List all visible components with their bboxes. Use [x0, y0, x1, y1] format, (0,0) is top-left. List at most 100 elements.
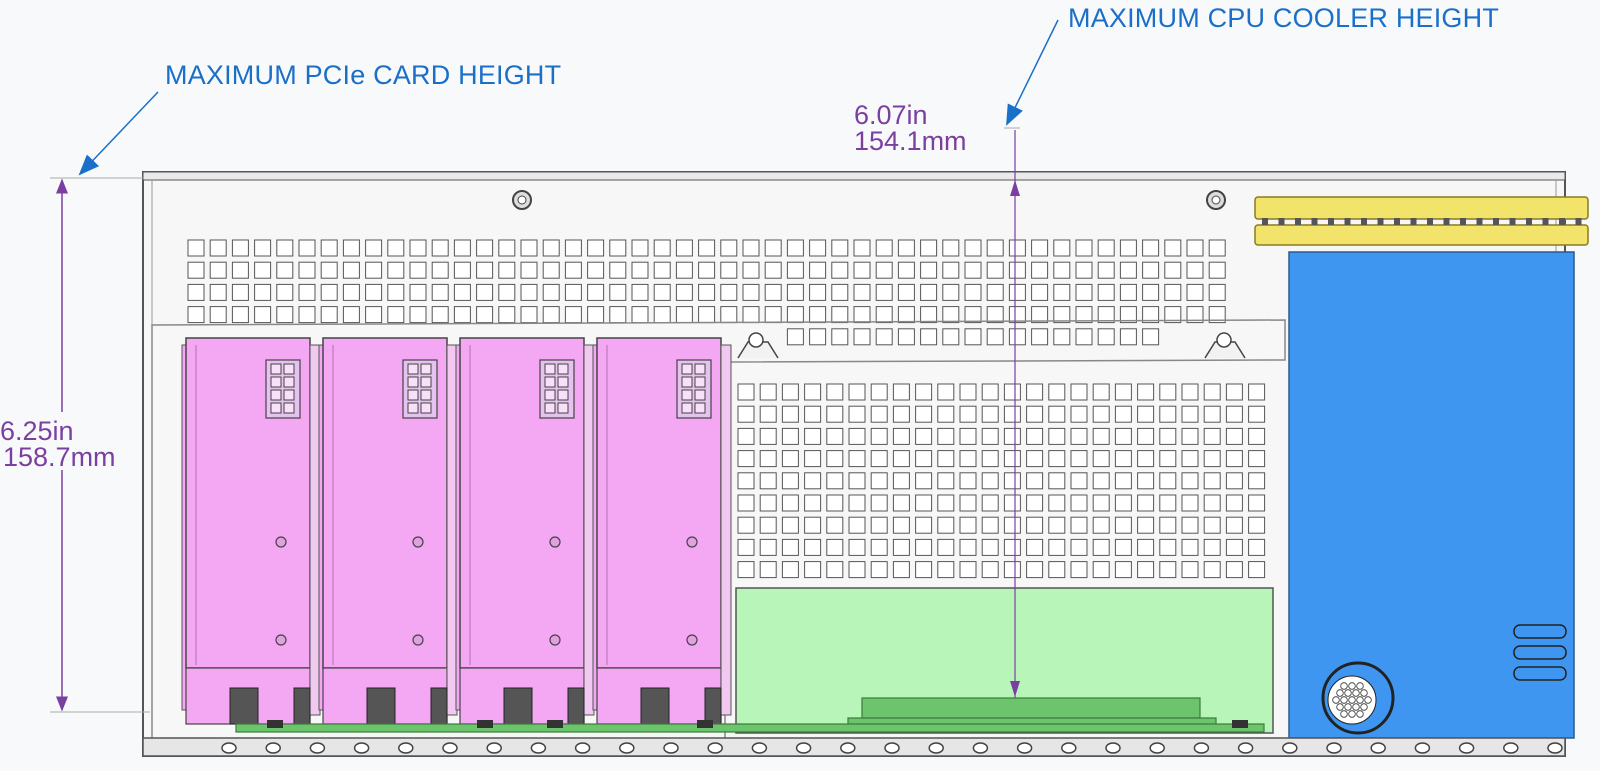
vent-hole	[320, 283, 338, 301]
rail-hole	[1193, 742, 1210, 754]
vent-hole	[848, 561, 866, 579]
vent-hole	[365, 261, 383, 279]
pcie-riser-board	[235, 723, 1265, 733]
vent-hole	[498, 239, 516, 257]
vent-hole	[609, 261, 627, 279]
gpu-screw	[549, 634, 561, 646]
vent-hole	[959, 450, 977, 468]
top-screw-left	[512, 190, 532, 210]
vent-hole	[1048, 472, 1066, 490]
vent-hole	[498, 306, 516, 324]
riser-screw	[547, 720, 563, 728]
vent-hole	[698, 306, 716, 324]
vent-hole	[1203, 494, 1221, 512]
vent-hole	[1097, 306, 1115, 324]
vent-hole	[959, 494, 977, 512]
vent-hole	[675, 239, 693, 257]
vent-hole	[1075, 261, 1093, 279]
vent-hole	[981, 538, 999, 556]
vent-hole	[737, 538, 755, 556]
vent-hole	[759, 538, 777, 556]
vent-hole	[587, 261, 605, 279]
vent-hole	[1248, 516, 1266, 534]
vent-hole	[387, 261, 405, 279]
vent-hole	[1119, 328, 1137, 346]
vent-hole	[781, 405, 799, 423]
vent-hole	[937, 538, 955, 556]
vent-hole	[476, 283, 494, 301]
vent-hole	[1026, 450, 1044, 468]
gpu-screw	[549, 536, 561, 548]
vent-hole	[187, 283, 205, 301]
vent-hole	[981, 383, 999, 401]
vent-hole	[520, 239, 538, 257]
rail-hole	[1061, 742, 1077, 754]
vent-hole	[187, 239, 205, 257]
vent-hole	[1137, 450, 1155, 468]
vent-hole	[1203, 561, 1221, 579]
vent-hole	[365, 239, 383, 257]
vent-hole	[409, 283, 427, 301]
vent-hole	[1026, 427, 1044, 445]
vent-hole	[542, 306, 560, 324]
vent-hole	[520, 306, 538, 324]
vent-hole	[1186, 239, 1204, 257]
drive-ridge	[1542, 218, 1549, 225]
vent-hole	[720, 239, 738, 257]
vent-hole	[759, 516, 777, 534]
vent-hole	[1026, 538, 1044, 556]
vent-hole	[759, 561, 777, 579]
vent-hole	[1186, 283, 1204, 301]
vent-hole	[1092, 405, 1110, 423]
rail-hole	[707, 742, 723, 754]
vent-hole	[1070, 538, 1088, 556]
vent-hole	[964, 306, 982, 324]
vent-hole	[781, 472, 799, 490]
vent-hole	[1114, 538, 1132, 556]
vent-hole	[320, 261, 338, 279]
drive-ridge	[1295, 218, 1301, 225]
gpu-card	[592, 337, 732, 725]
vent-hole	[915, 450, 933, 468]
vent-hole	[897, 261, 915, 279]
vent-hole	[742, 261, 760, 279]
vent-hole	[1070, 450, 1088, 468]
drive-ridge	[1361, 218, 1367, 225]
vent-hole	[675, 283, 693, 301]
vent-hole	[1203, 472, 1221, 490]
vent-hole	[1048, 383, 1066, 401]
vent-hole	[892, 516, 910, 534]
vent-hole	[498, 283, 516, 301]
vent-grid-lower	[737, 383, 1266, 579]
vent-hole	[520, 261, 538, 279]
vent-hole	[853, 239, 871, 257]
vent-hole	[964, 261, 982, 279]
vent-hole	[720, 283, 738, 301]
rail-hole	[574, 742, 591, 754]
vent-hole	[875, 306, 893, 324]
vent-hole	[848, 405, 866, 423]
vent-hole	[1114, 405, 1132, 423]
vent-hole	[1053, 239, 1071, 257]
vent-hole	[853, 306, 871, 324]
vent-hole	[892, 405, 910, 423]
vent-hole	[1026, 561, 1044, 579]
cpu-callout-leader	[1006, 19, 1059, 126]
cpu-dim-arrow-bottom	[1010, 681, 1020, 697]
vent-hole	[1053, 328, 1071, 346]
vent-hole	[915, 427, 933, 445]
vent-hole	[564, 306, 582, 324]
vent-hole	[1203, 427, 1221, 445]
drive-ridge	[1328, 218, 1334, 225]
vent-hole	[781, 538, 799, 556]
rail-hole	[1149, 742, 1165, 754]
vent-hole	[897, 328, 915, 346]
vent-hole	[498, 261, 516, 279]
vent-hole	[809, 328, 827, 346]
vent-hole	[276, 306, 294, 324]
vent-hole	[231, 306, 249, 324]
vent-hole	[915, 494, 933, 512]
cpu-dim-arrow-top	[1010, 180, 1020, 196]
vent-hole	[653, 283, 671, 301]
vent-hole	[942, 239, 960, 257]
